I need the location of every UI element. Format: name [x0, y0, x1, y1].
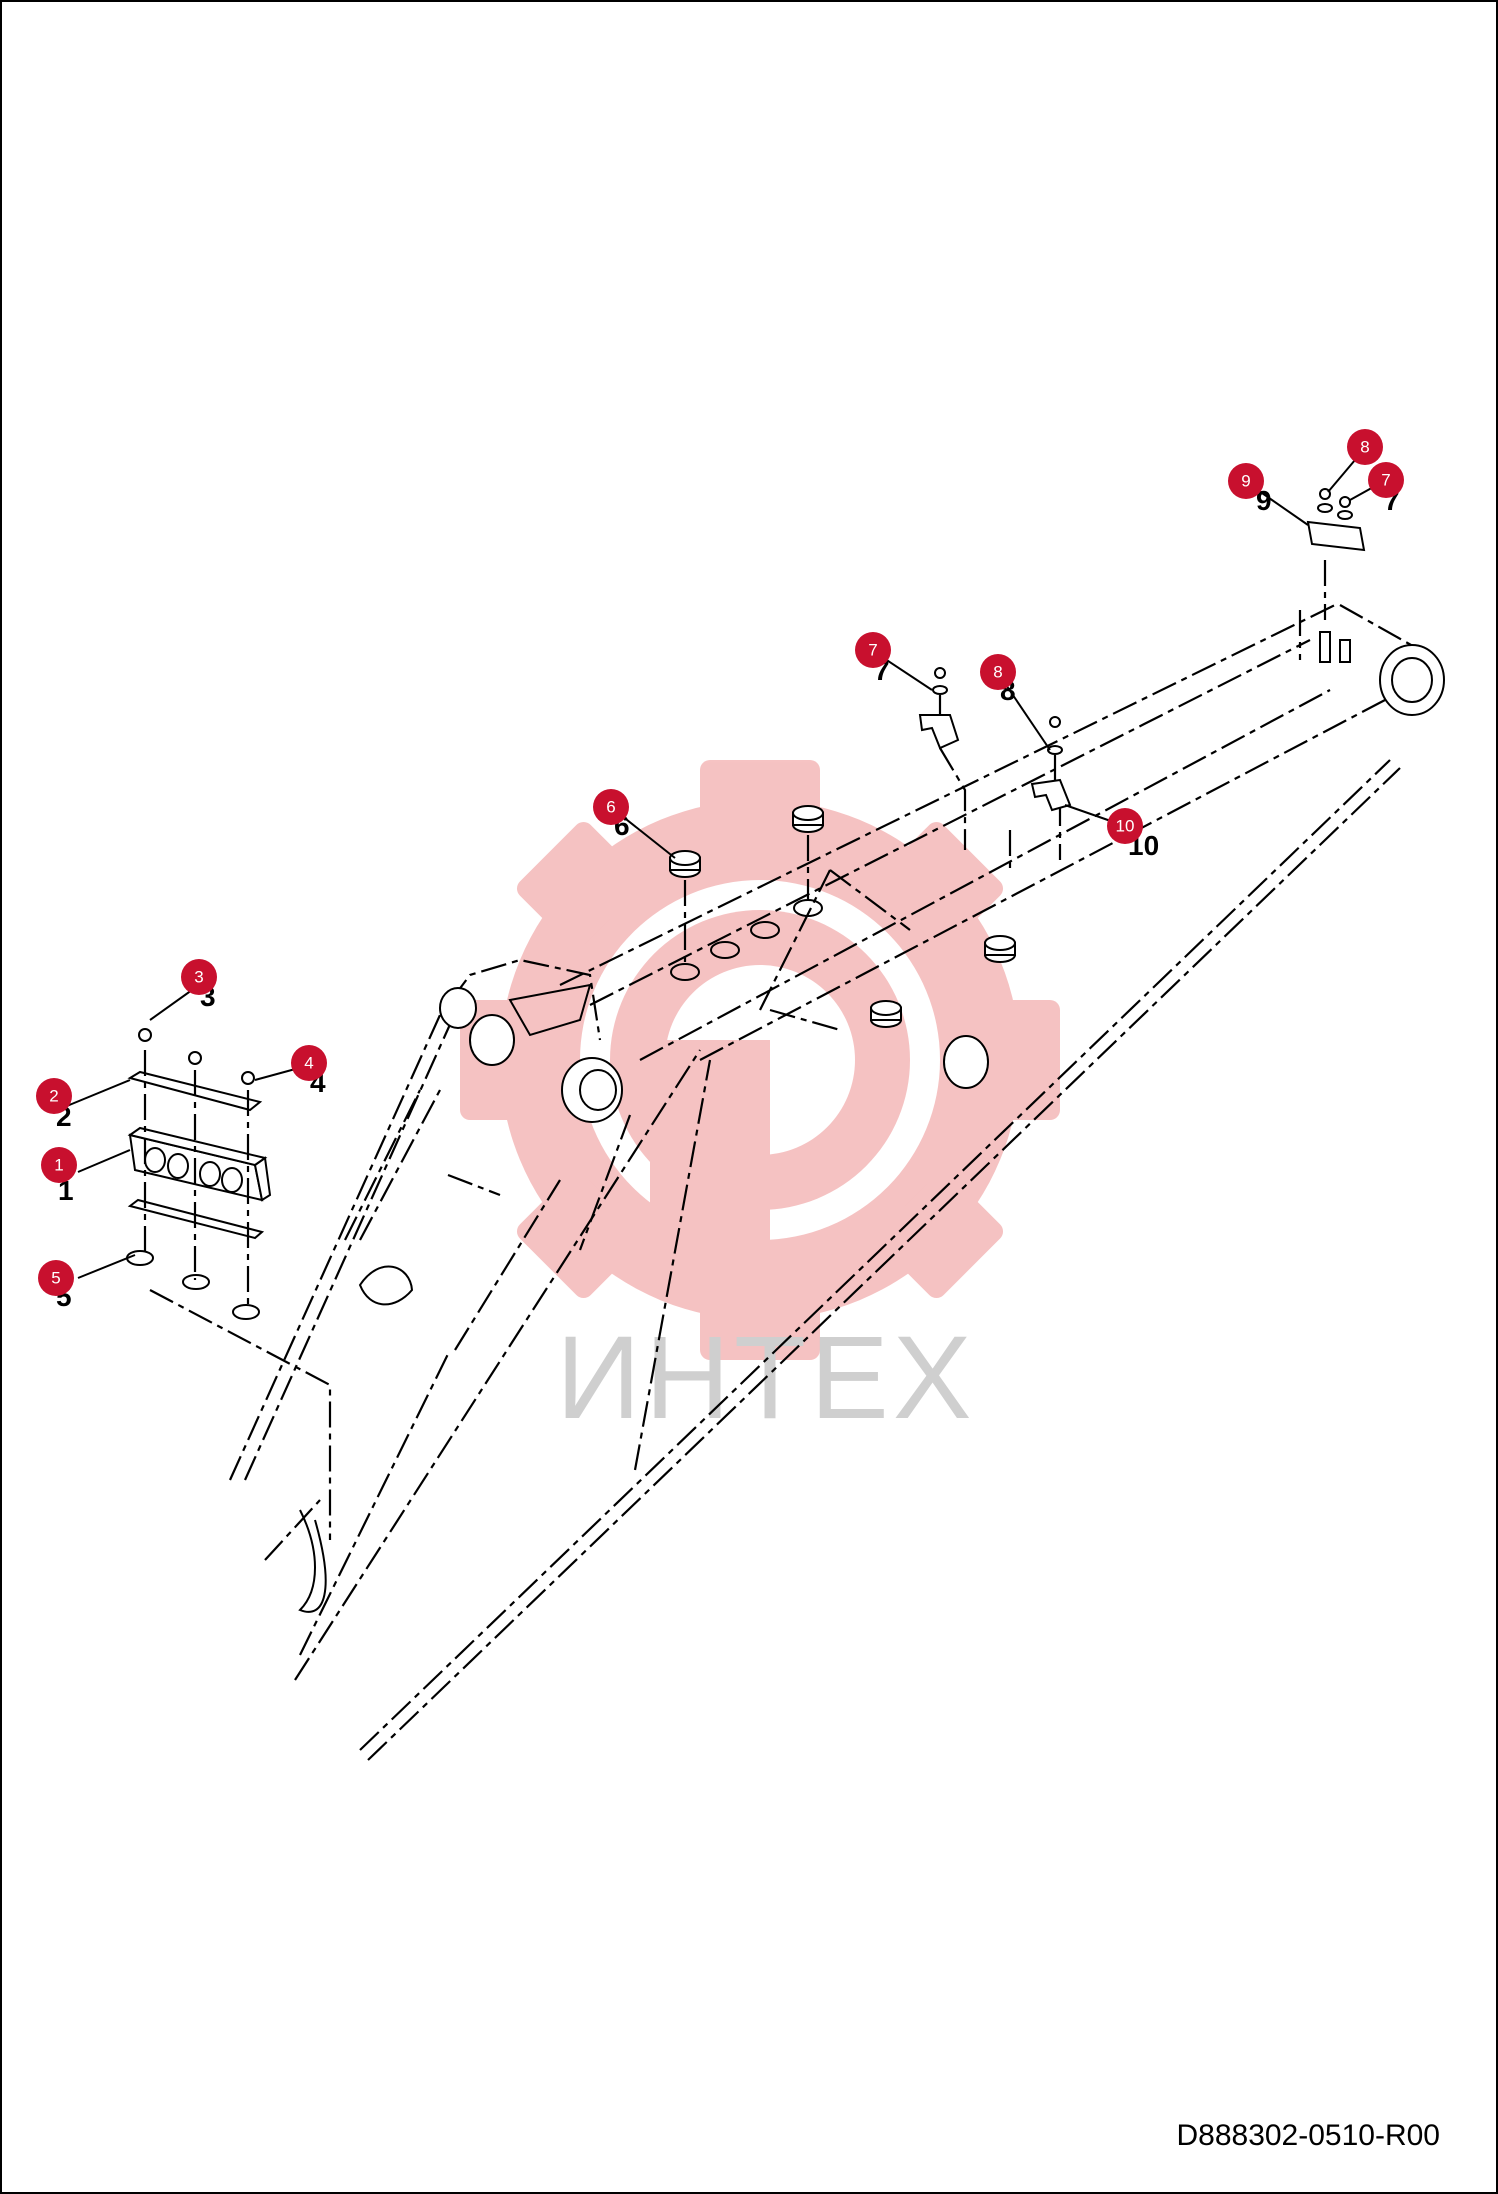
svg-text:10: 10	[1116, 817, 1135, 836]
svg-text:8: 8	[993, 663, 1002, 682]
svg-text:8: 8	[1360, 438, 1369, 457]
svg-text:4: 4	[304, 1054, 313, 1073]
svg-text:6: 6	[606, 798, 615, 817]
boom-foot-pin	[561, 1057, 623, 1123]
svg-text:5: 5	[51, 1269, 60, 1288]
svg-text:9: 9	[1241, 472, 1250, 491]
grommet-item-6a	[669, 850, 701, 878]
svg-text:3: 3	[194, 968, 203, 987]
callout-2[interactable]: 2	[36, 1078, 72, 1114]
watermark-text: ИНТЕХ	[556, 1312, 976, 1444]
grommet-item-6c	[984, 935, 1016, 963]
grommet-item-6b	[792, 805, 824, 833]
callout-6[interactable]: 6	[593, 789, 629, 825]
callout-1[interactable]: 1	[41, 1147, 77, 1183]
callout-badges: 1 2 3 4 5 6 7 8 10 9 8 7	[36, 429, 1404, 1296]
grommet-item-6d	[870, 1000, 902, 1028]
svg-text:1: 1	[54, 1156, 63, 1175]
top-clamp	[1306, 488, 1366, 663]
callout-7-mid[interactable]: 7	[855, 632, 891, 668]
callout-4[interactable]: 4	[291, 1045, 327, 1081]
drawing-code: D888302-0510-R00	[1176, 2119, 1440, 2152]
boom-outline	[228, 604, 1421, 1761]
mid-clamps	[918, 667, 1072, 850]
boom-parts	[298, 644, 1445, 1613]
watermark-logo	[460, 760, 1060, 1360]
svg-text:7: 7	[1381, 471, 1390, 490]
callout-8-top[interactable]: 8	[1347, 429, 1383, 465]
callout-3[interactable]: 3	[181, 959, 217, 995]
svg-text:7: 7	[868, 641, 877, 660]
callout-8-mid[interactable]: 8	[980, 654, 1016, 690]
boom-tip-pin	[1379, 644, 1445, 716]
clamp-assembly	[126, 1028, 332, 1540]
callout-10[interactable]: 10	[1107, 808, 1143, 844]
grommets	[669, 805, 1016, 1028]
part-label-9: 9	[1256, 485, 1272, 516]
callout-7-top[interactable]: 7	[1368, 462, 1404, 498]
callout-9[interactable]: 9	[1228, 463, 1264, 499]
svg-text:2: 2	[49, 1087, 58, 1106]
callout-5[interactable]: 5	[38, 1260, 74, 1296]
